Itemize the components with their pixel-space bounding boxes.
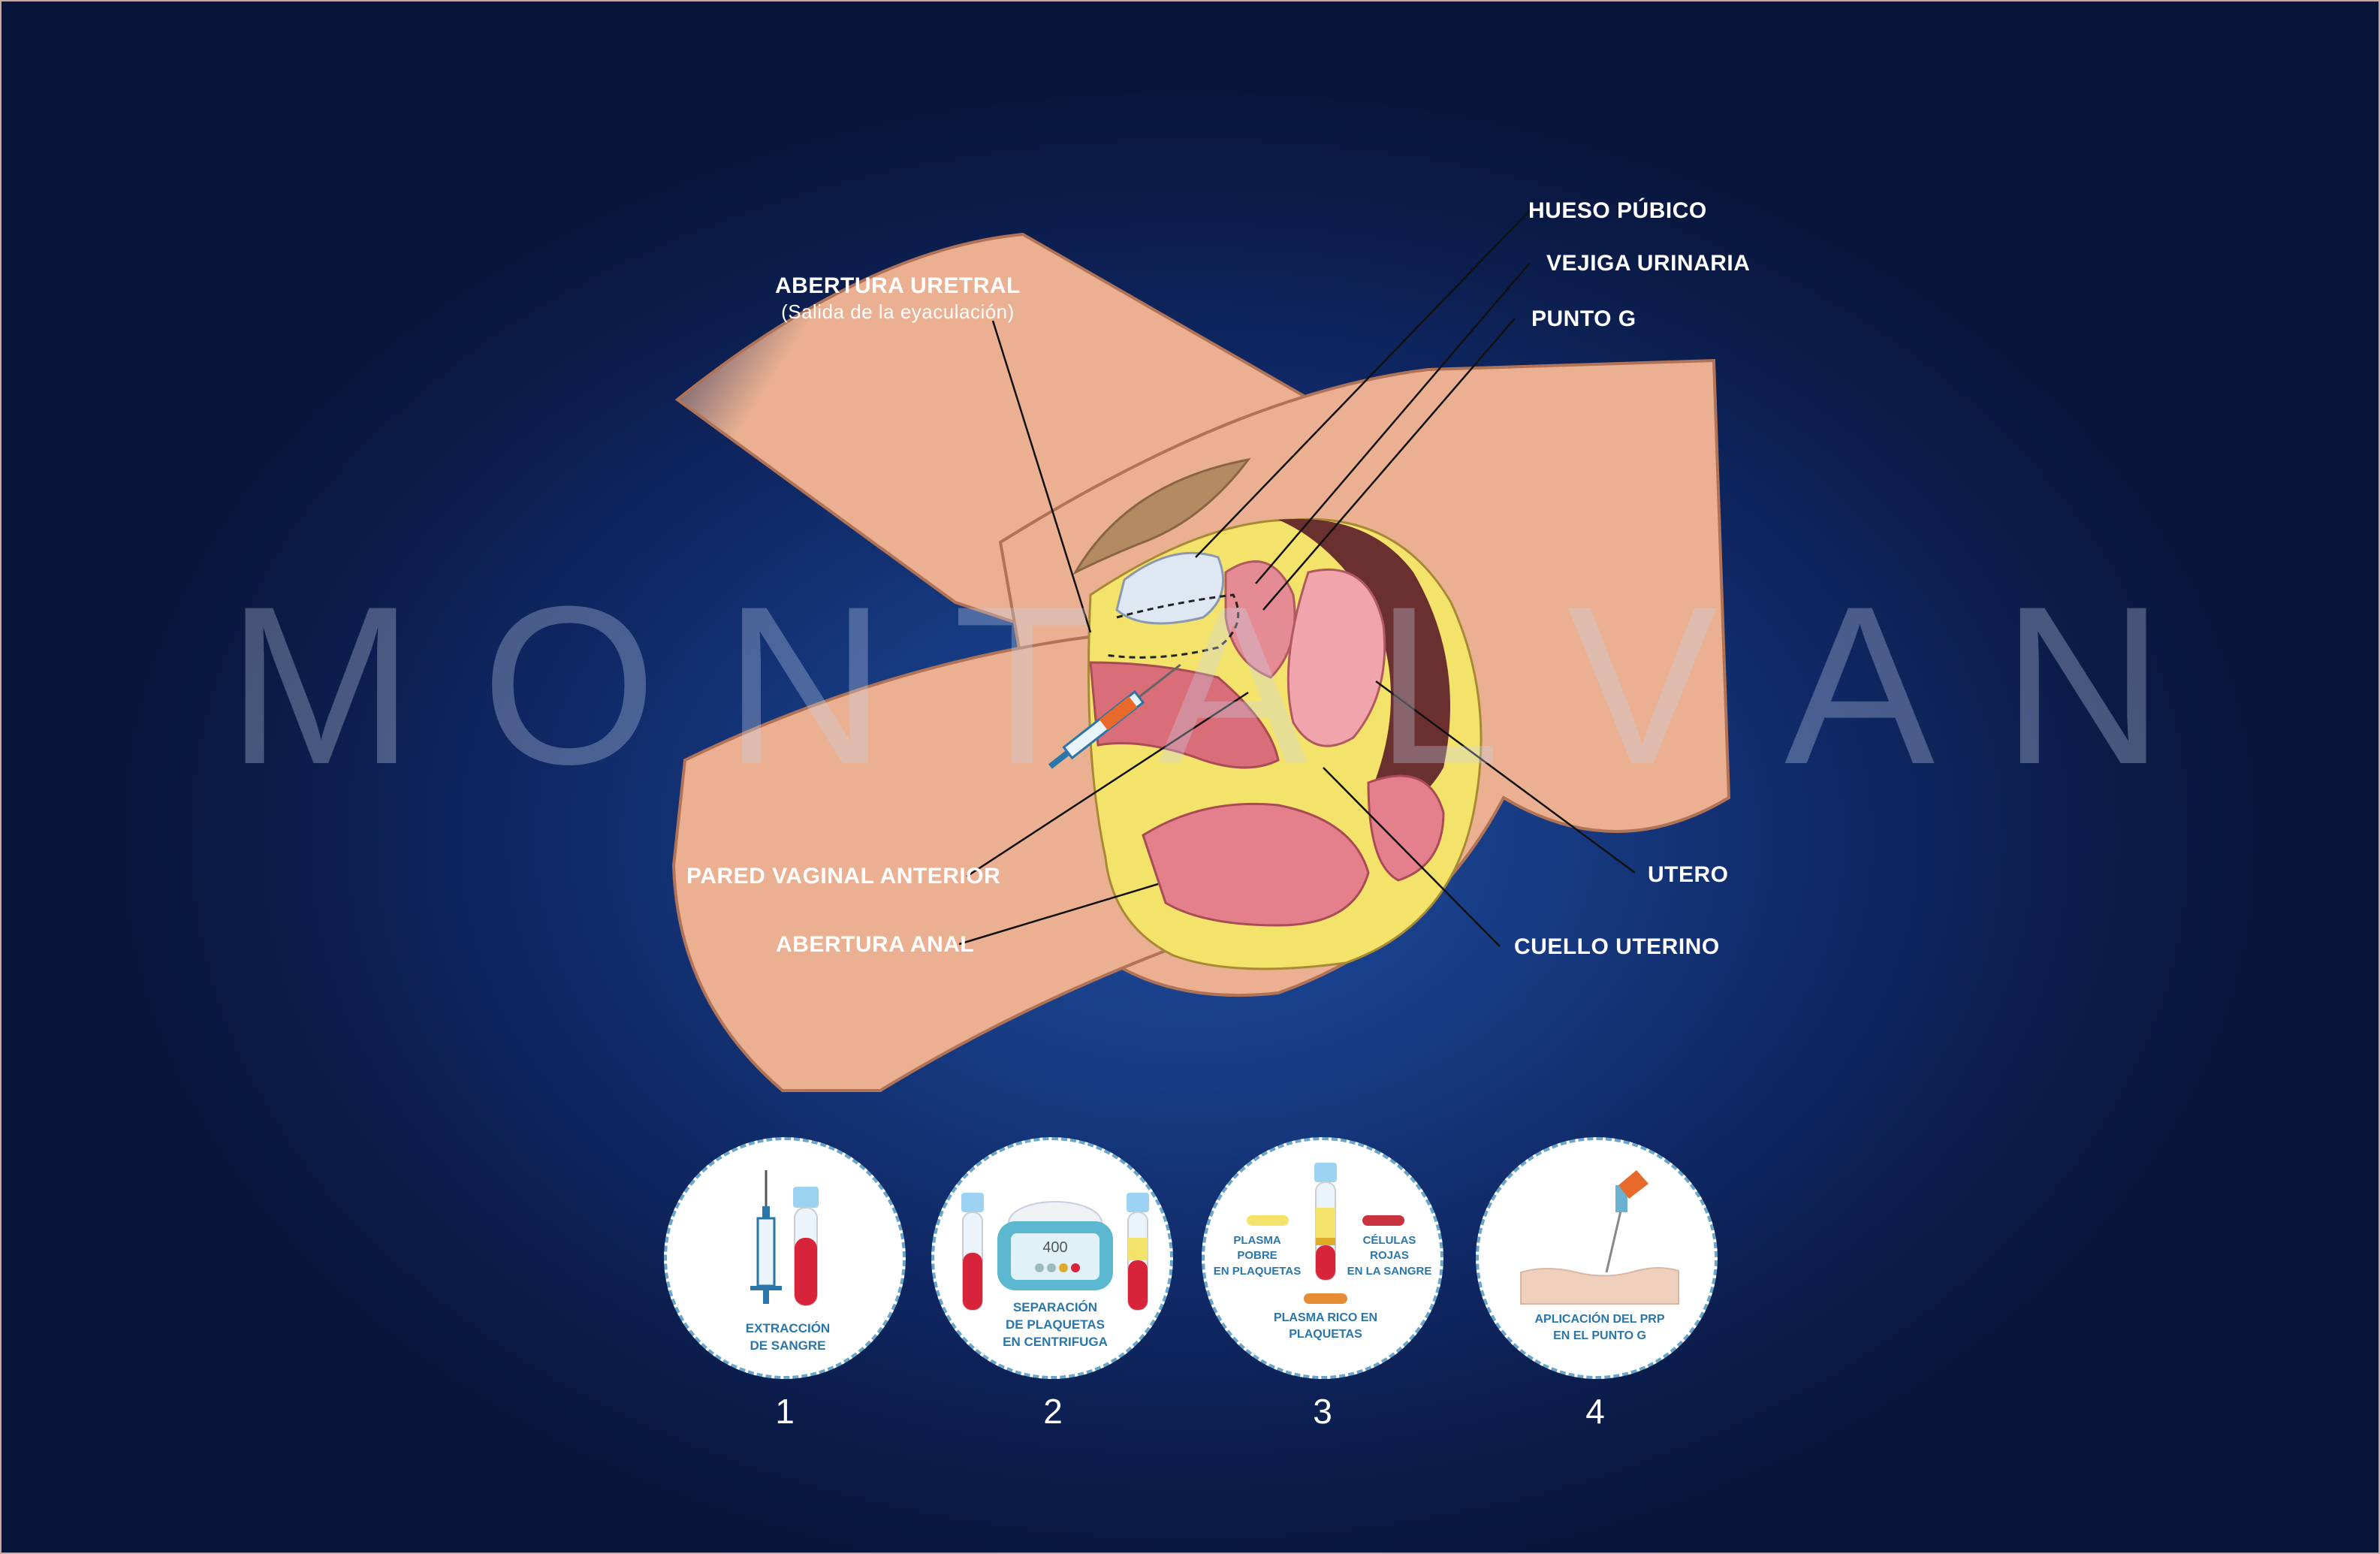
- label-cervix: CUELLO UTERINO: [1514, 934, 1720, 959]
- watermark-letter: L: [1374, 559, 1501, 811]
- centrifuge-icon: [961, 1193, 1149, 1311]
- step-caption: PLASMA RICO EN PLAQUETAS: [1273, 1311, 1378, 1341]
- red-cells-label: CÉLULAS ROJAS EN LA SANGRE: [1347, 1234, 1432, 1278]
- watermark: M O N T A L V A N: [227, 572, 2164, 798]
- lower-thigh: [671, 630, 1175, 1092]
- label-title: ABERTURA URETRAL: [775, 273, 1021, 298]
- uterus: [1287, 568, 1386, 747]
- pelvic-cavity: [1278, 518, 1450, 804]
- step-number: 2: [1043, 1392, 1063, 1431]
- step-number: 1: [775, 1392, 795, 1431]
- step-caption: SEPARACIÓN DE PLAQUETAS EN CENTRIFUGA: [1003, 1300, 1108, 1349]
- leader-lines: [958, 210, 1636, 947]
- watermark-letter: N: [723, 559, 887, 811]
- label-pubic-bone: HUESO PÚBICO: [1528, 198, 1707, 223]
- step-caption: EXTRACCIÓN DE SANGRE: [745, 1321, 831, 1353]
- label-urethral-opening: ABERTURA URETRAL (Salida de la eyaculaci…: [775, 273, 1021, 324]
- rectum: [1142, 802, 1370, 927]
- syringe-and-tube-icon: [750, 1170, 819, 1306]
- g-spot-outline: [1105, 593, 1240, 659]
- pubic-bone: [1115, 551, 1225, 625]
- step-number: 3: [1313, 1392, 1332, 1431]
- vaginal-canal: [1089, 661, 1280, 769]
- plasma-poor-label: PLASMA POBRE EN PLAQUETAS: [1213, 1234, 1302, 1278]
- prp-injection-icon: [1520, 1170, 1679, 1305]
- pubic-hair: [1072, 457, 1251, 575]
- step-number: 4: [1585, 1392, 1605, 1431]
- plasma-tube-icon: [1247, 1163, 1404, 1304]
- syringe-icon: [1048, 663, 1181, 769]
- label-uterus: UTERO: [1648, 862, 1729, 887]
- step-3-plasma: PLASMA POBRE EN PLAQUETAS CÉLULAS ROJAS …: [1202, 1137, 1443, 1379]
- label-subtitle: (Salida de la eyaculación): [781, 300, 1015, 323]
- step-2-centrifuge: 400 SEPARACIÓN DE PLAQUETAS EN CENTRIFUG…: [931, 1137, 1173, 1379]
- step-caption: APLICACIÓN DEL PRP EN EL PUNTO G: [1534, 1313, 1665, 1342]
- centrifuge-display: 400: [1042, 1239, 1068, 1256]
- label-anal-opening: ABERTURA ANAL: [776, 932, 975, 957]
- watermark-letter: O: [481, 559, 657, 811]
- intestine: [1367, 774, 1445, 882]
- label-g-spot: PUNTO G: [1531, 306, 1636, 331]
- step-1-blood-extraction: EXTRACCIÓN DE SANGRE: [664, 1137, 906, 1379]
- watermark-letter: N: [2001, 559, 2164, 811]
- step-4-prp-application: APLICACIÓN DEL PRP EN EL PUNTO G: [1476, 1137, 1718, 1379]
- label-bladder: VEJIGA URINARIA: [1546, 251, 1751, 276]
- watermark-letter: M: [227, 559, 415, 811]
- label-anterior-vaginal-wall: PARED VAGINAL ANTERIOR: [686, 864, 1001, 889]
- watermark-letter: A: [1157, 559, 1308, 811]
- watermark-letter: A: [1784, 559, 1935, 811]
- watermark-letter: V: [1567, 559, 1718, 811]
- watermark-letter: T: [953, 559, 1091, 811]
